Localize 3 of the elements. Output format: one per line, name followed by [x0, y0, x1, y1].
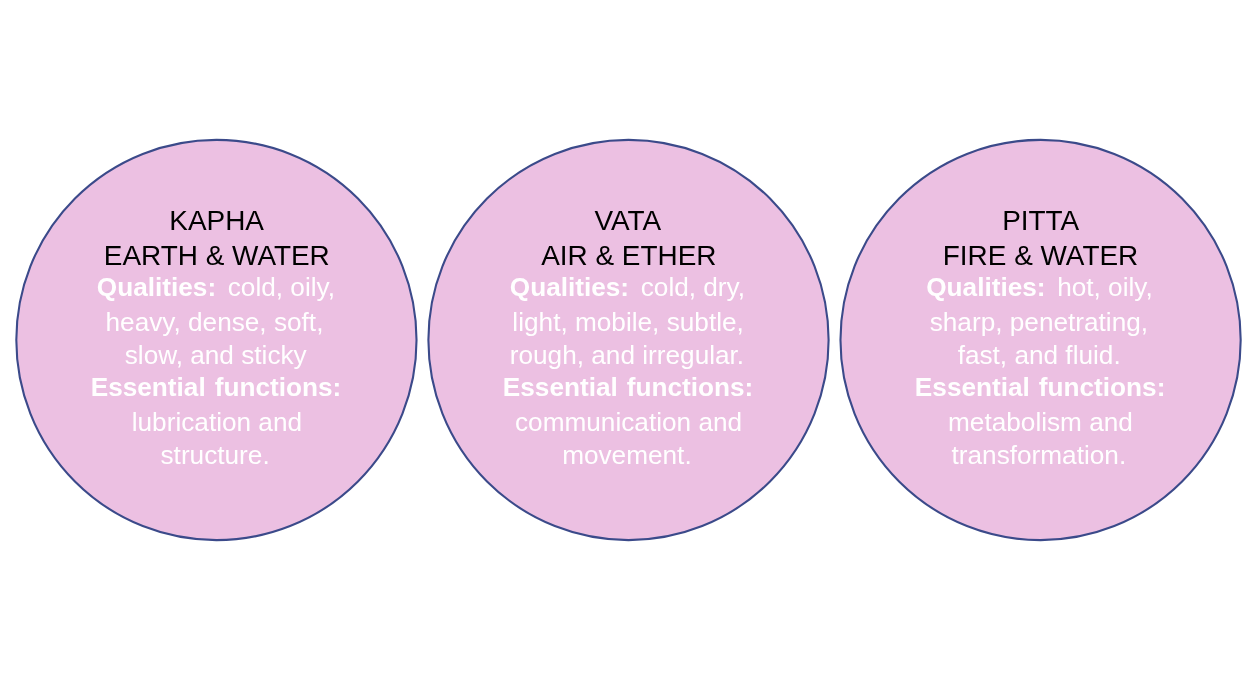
node-circle: PITTA FIRE & WATER Qualities: hot, oily, sharp, penetrating, fast, and fluid. Essential functions: metabolism and transformation. — [839, 138, 1242, 542]
node-circle: VATA AIR & ETHER Qualities: cold, dry, light, mobile, subtle, rough, and irregular. Essential functions: communication and movement. — [427, 138, 830, 542]
node-circle: KAPHA EARTH & WATER Qualities: cold, oily, heavy, dense, soft, slow, and sticky Essential functions: lubrication and structure. — [15, 138, 418, 542]
